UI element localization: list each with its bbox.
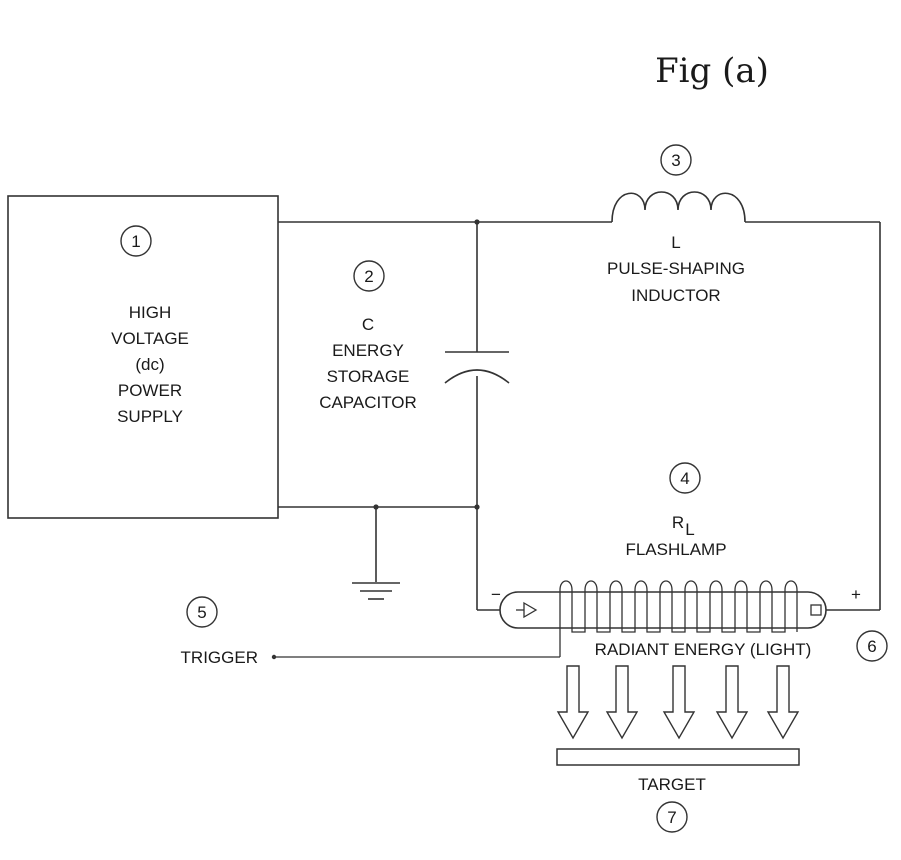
capacitor-number-badge: 2	[353, 260, 385, 292]
negative-terminal-sign: −	[491, 585, 501, 604]
power-supply-number-badge: 1	[120, 225, 152, 257]
light-arrow-icon	[715, 665, 749, 740]
capacitor-line: STORAGE	[327, 367, 410, 386]
trigger-number-badge: 5	[186, 596, 218, 628]
inductor-line: PULSE-SHAPING	[607, 259, 745, 278]
inductor-number-badge: 3	[660, 144, 692, 176]
radiant-energy-label: RADIANT ENERGY (LIGHT)	[595, 640, 812, 659]
target-label: TARGET	[638, 775, 706, 794]
capacitor-number: 2	[364, 267, 373, 286]
target-plate	[556, 748, 800, 766]
positive-terminal-sign: +	[851, 585, 861, 604]
capacitor-label: C ENERGY STORAGE CAPACITOR	[319, 315, 417, 412]
flashlamp-tube	[499, 591, 827, 629]
flashlamp-label: R L FLASHLAMP	[625, 513, 726, 559]
light-arrow-icon	[556, 665, 590, 740]
power-supply-line: SUPPLY	[117, 407, 183, 426]
power-supply-line: (dc)	[135, 355, 164, 374]
power-supply-label: HIGH VOLTAGE (dc) POWER SUPPLY	[111, 303, 189, 426]
inductor-icon	[611, 191, 746, 223]
flashlamp-subscript: L	[685, 520, 694, 539]
capacitor-icon	[444, 351, 510, 384]
inductor-line: L	[671, 233, 680, 252]
ground-icon	[352, 582, 400, 600]
trigger-label: TRIGGER	[181, 648, 258, 667]
trigger-coil-icon	[559, 580, 798, 657]
power-supply-line: VOLTAGE	[111, 329, 189, 348]
light-arrows	[556, 665, 800, 740]
figure-label: Fig (a)	[655, 51, 769, 91]
junction-dots	[271, 219, 480, 660]
capacitor-line: ENERGY	[332, 341, 404, 360]
capacitor-line: C	[362, 315, 374, 334]
inductor-label: L PULSE-SHAPING INDUCTOR	[607, 233, 745, 305]
light-arrow-icon	[662, 665, 696, 740]
target-number: 7	[667, 808, 676, 827]
radiant-energy-number: 6	[867, 637, 876, 656]
power-supply-line: POWER	[118, 381, 182, 400]
radiant-energy-number-badge: 6	[856, 630, 888, 662]
flashlamp-name: FLASHLAMP	[625, 540, 726, 559]
trigger-number: 5	[197, 603, 206, 622]
power-supply-line: HIGH	[129, 303, 172, 322]
power-supply-box	[7, 195, 279, 519]
target-number-badge: 7	[656, 801, 688, 833]
flashlamp-number: 4	[680, 469, 689, 488]
flashlamp-number-badge: 4	[669, 462, 701, 494]
power-supply-number: 1	[131, 232, 140, 251]
capacitor-line: CAPACITOR	[319, 393, 417, 412]
light-arrow-icon	[605, 665, 639, 740]
inductor-line: INDUCTOR	[631, 286, 720, 305]
light-arrow-icon	[766, 665, 800, 740]
inductor-number: 3	[671, 151, 680, 170]
flashlamp-symbol: R	[672, 513, 684, 532]
